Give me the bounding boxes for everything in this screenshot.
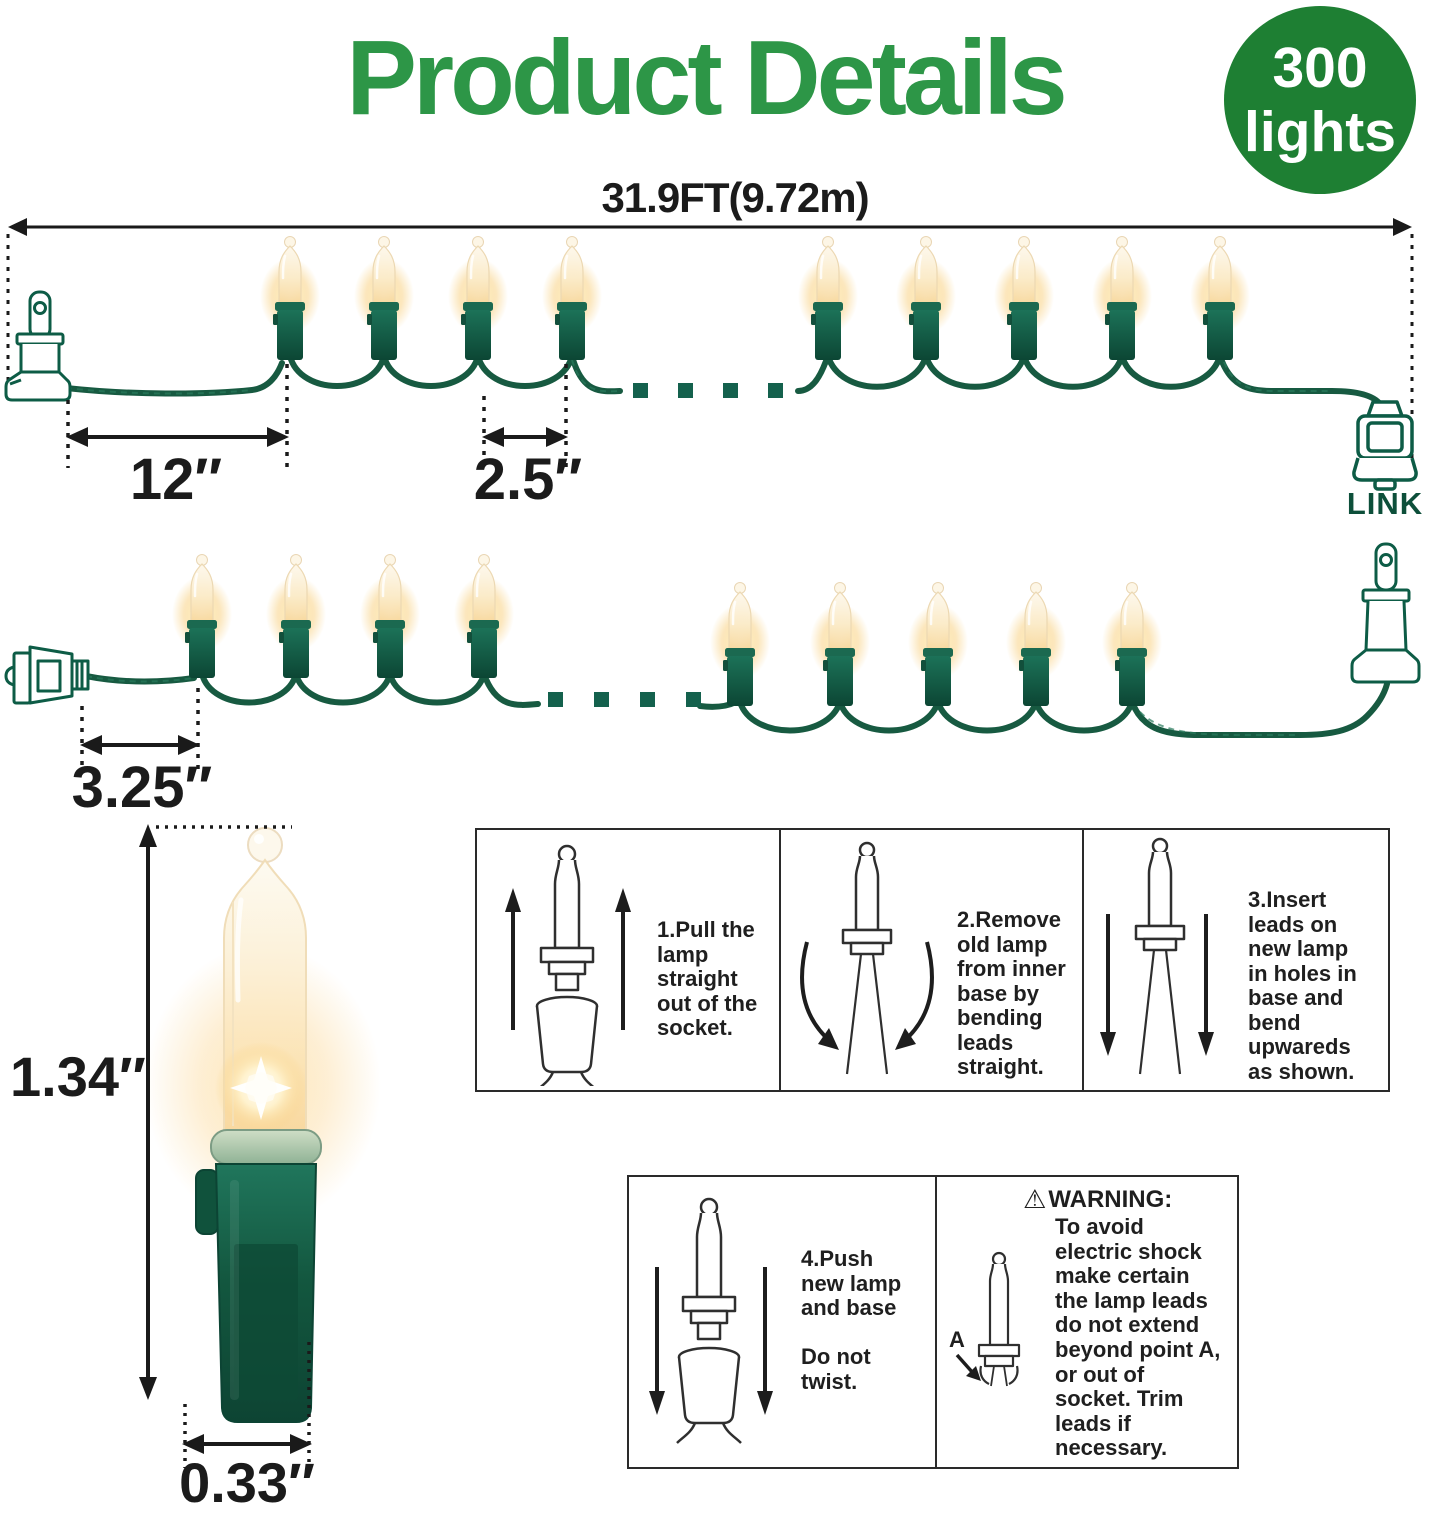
dimension-bulb-height bbox=[139, 824, 292, 1400]
instruction-step-1: 1.Pull the lamp straight out of the sock… bbox=[477, 830, 779, 1090]
rotate-arrow-icons bbox=[800, 941, 934, 1050]
dimension-bulb-width bbox=[182, 1342, 312, 1468]
light-string-row-2 bbox=[83, 553, 1390, 738]
point-a-arrow-icon bbox=[955, 1353, 981, 1381]
step4-text: 4.Push new lamp and base Do not twist. bbox=[801, 1246, 902, 1394]
arrow-up-icons bbox=[505, 888, 631, 1030]
page-title: Product Details bbox=[346, 19, 1068, 137]
female-connector-icon bbox=[4, 645, 90, 705]
step3-text: 3.Insert leads on new lamp in holes in b… bbox=[1248, 887, 1357, 1084]
step4-diagram bbox=[649, 1197, 773, 1444]
step1-diagram bbox=[505, 844, 631, 1086]
arrow-down-icons bbox=[1100, 914, 1214, 1056]
male-plug-icon bbox=[1350, 542, 1421, 684]
continuation-dots bbox=[548, 692, 701, 707]
warning-title: WARNING: bbox=[1048, 1186, 1173, 1213]
step3-diagram bbox=[1100, 837, 1214, 1075]
bulb-spacing-label: 2.5″ bbox=[473, 447, 583, 512]
bulb-detail-illustration bbox=[145, 827, 381, 1423]
arrow-down-icons bbox=[649, 1267, 773, 1415]
socket-icon bbox=[535, 995, 599, 1086]
warning-icon: ⚠ bbox=[1023, 1185, 1047, 1215]
lamp-icon bbox=[841, 841, 893, 1075]
lamp-icon bbox=[1134, 837, 1186, 1075]
light-bulb-icons bbox=[170, 553, 1164, 708]
link-connector-icon bbox=[1352, 400, 1418, 491]
warning-title-row: ⚠ WARNING: bbox=[1023, 1185, 1172, 1215]
instruction-box-steps-1-3: 1.Pull the lamp straight out of the sock… bbox=[475, 828, 1390, 1092]
total-length-label: 31.9FT(9.72m) bbox=[601, 174, 869, 221]
socket-icon bbox=[676, 1346, 742, 1444]
instruction-box-step-4-warning: 4.Push new lamp and base Do not twist. A… bbox=[627, 1175, 1239, 1469]
bulb-width-label: 0.33″ bbox=[179, 1451, 315, 1514]
dimension-bulb-spacing bbox=[482, 364, 568, 468]
warning-panel: A ⚠ WARNING: To avoid electric shock mak… bbox=[935, 1177, 1237, 1467]
dimension-lead-spacing bbox=[66, 364, 289, 468]
instruction-step-4: 4.Push new lamp and base Do not twist. bbox=[629, 1177, 935, 1467]
light-bulb-icons bbox=[258, 235, 1252, 362]
male-plug-icon bbox=[4, 290, 72, 402]
step2-diagram bbox=[800, 841, 934, 1075]
connector-spacing-label: 3.25″ bbox=[71, 755, 213, 820]
point-a-label: A bbox=[949, 1327, 965, 1352]
dimension-total-length bbox=[6, 218, 1414, 466]
lamp-icon bbox=[681, 1197, 737, 1341]
bulb-height-label: 1.34″ bbox=[10, 1045, 146, 1108]
lights-count-badge: 300 lights bbox=[1224, 6, 1416, 194]
warning-diagram bbox=[955, 1251, 1021, 1387]
dimension-connector-spacing bbox=[80, 688, 200, 772]
lamp-icon bbox=[977, 1251, 1021, 1387]
lamp-icon bbox=[539, 844, 595, 992]
badge-count: 300 bbox=[1272, 36, 1368, 100]
step1-text: 1.Pull the lamp straight out of the sock… bbox=[657, 917, 758, 1040]
instruction-step-3: 3.Insert leads on new lamp in holes in b… bbox=[1082, 830, 1384, 1090]
warning-body: To avoid electric shock make certain the… bbox=[1055, 1214, 1221, 1461]
step2-text: 2.Remove old lamp from inner base by ben… bbox=[957, 907, 1066, 1079]
lead-spacing-label: 12″ bbox=[129, 447, 223, 512]
badge-label: lights bbox=[1244, 100, 1396, 164]
link-label: LINK bbox=[1346, 486, 1424, 521]
instruction-step-2: 2.Remove old lamp from inner base by ben… bbox=[779, 830, 1082, 1090]
continuation-dots bbox=[633, 383, 783, 398]
light-string-row-1 bbox=[63, 235, 1383, 407]
